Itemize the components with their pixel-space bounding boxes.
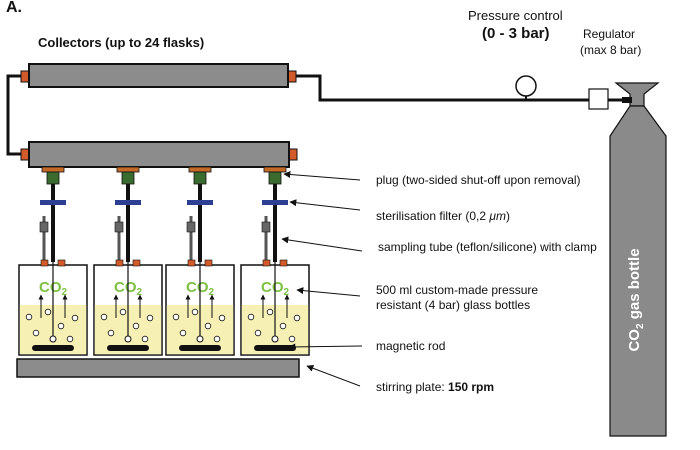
stirring-plate-arrow [306,364,361,387]
bottle-port-left [40,259,49,267]
gas-bubbles [172,308,226,343]
gas-bottle-label-suffix: gas bottle [626,248,643,324]
plug-annotation: plug (two-sided shut-off upon removal) [376,173,581,187]
dip-tube-end [49,335,57,343]
bottles-annotation-line1: 500 ml custom-made pressure [376,283,539,297]
pressure-gauge-icon [515,75,537,97]
co2-label: CO2 [39,279,68,298]
stirring-plate-label: stirring plate: [376,380,449,394]
plug-icon [46,171,60,185]
upper-collector-fitting-right [287,70,297,83]
bottle-port-right [279,259,288,267]
clamp-icon [39,221,49,233]
gas-line [296,74,598,102]
gas-bubbles [100,308,154,343]
sampling-tube-annotation: sampling tube (teflon/silicone) with cla… [378,240,597,254]
bottles-arrow [296,287,361,297]
pressure-control-range: (0 - 3 bar) [482,25,550,42]
stirring-plate [16,358,300,378]
bottles-annotation-line2: resistant (4 bar) glass bottles [376,298,531,312]
plug-icon [193,171,207,185]
bottle-port-right [57,259,66,267]
pressure-control-label: Pressure control [468,8,563,23]
bottle-fitting [41,166,65,173]
clamp-icon [186,221,196,233]
gas-bottle-label: CO2 gas bottle [626,248,648,352]
bottle-port-left [115,259,124,267]
clamp-icon [114,221,124,233]
bottle-fitting [116,166,140,173]
co2-label: CO2 [261,279,290,298]
magnetic-rod [107,345,149,351]
flask-assembly: CO2 [240,166,310,356]
magnetic-rod-arrow [288,343,363,351]
bottle-valve-outlet [622,97,632,103]
upper-collector-bar [28,63,289,88]
sterilisation-filter-icon [40,200,66,205]
stirring-plate-annotation: stirring plate: 150 rpm [376,380,494,394]
bottle-fitting [188,166,212,173]
stirring-speed: 150 rpm [448,380,495,394]
regulator-max: (max 8 bar) [580,43,642,57]
gas-bubbles [25,308,79,343]
clamp-icon [261,221,271,233]
bottle-fitting [263,166,287,173]
filter-annotation-text: sterilisation filter (0,2 [376,209,490,223]
regulator-label: Regulator [583,27,636,41]
co2-label: CO2 [114,279,143,298]
sampling-tube-arrow [281,236,363,252]
bottle-port-right [204,259,213,267]
filter-annotation-unit: μm [489,209,506,223]
bottle-port-right [132,259,141,267]
magnetic-rod [254,345,296,351]
magnetic-rod [32,345,74,351]
magnetic-rod [179,345,221,351]
panel-label: A. [6,0,22,16]
dip-tube-end [271,335,279,343]
sterilisation-filter-icon [187,200,213,205]
regulator-icon [588,88,609,110]
bottle-port-left [187,259,196,267]
filter-annotation: sterilisation filter (0,2 μm) [376,209,510,223]
gas-bubbles [247,308,301,343]
co2-gas-bottle [609,105,667,437]
flask-assembly: CO2 [93,166,163,356]
flask-assembly: CO2 [18,166,88,356]
plug-arrow [283,171,361,181]
gas-bottle-label-subscript: 2 [635,323,646,330]
collectors-title: Collectors (up to 24 flasks) [38,35,205,50]
bottle-port-left [262,259,271,267]
lower-collector [20,141,298,168]
dip-tube-end [124,335,132,343]
flask-assembly: CO2 [165,166,235,356]
sterilisation-filter-icon [115,200,141,205]
co2-label: CO2 [186,279,215,298]
filter-annotation-close: ) [505,209,510,223]
lower-collector-fitting-left [20,148,30,161]
upper-collector [20,63,297,88]
plug-icon [268,171,282,185]
dip-tube-end [196,335,204,343]
filter-arrow [289,199,361,211]
magnetic-rod-annotation: magnetic rod [376,339,446,353]
gas-bottle-label-prefix: CO [626,329,643,352]
lower-collector-bar [28,141,290,168]
lower-collector-fitting-right [288,148,298,161]
upper-collector-fitting-left [20,70,30,83]
sterilisation-filter-icon [262,200,288,205]
collector-loop [6,74,22,156]
plug-icon [121,171,135,185]
